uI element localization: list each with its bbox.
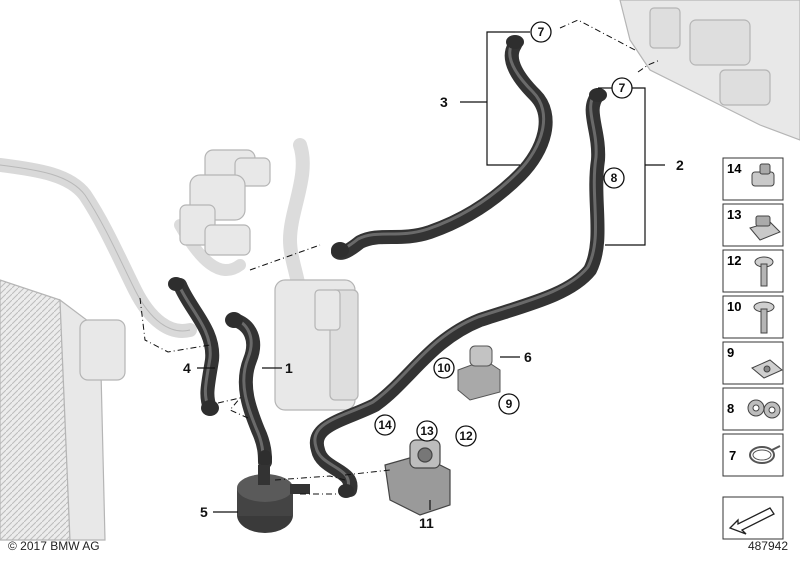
callout-3: 3 [440,94,448,110]
callout-11: 11 [419,515,434,531]
callout-6: 6 [524,349,532,365]
hose-4 [173,278,220,415]
small-parts-legend: 14 13 12 10 [722,157,784,540]
callouts: 1 2 3 4 5 6 11 [183,94,684,531]
legend-label-10: 10 [727,299,741,314]
callout-4: 4 [183,360,191,376]
bracket-6 [457,345,501,401]
legend-arrow-box [722,496,784,540]
nut-clip-9-icon [751,359,783,379]
hose-clamp-7-icon [749,445,781,464]
callout-8: 8 [611,171,618,185]
spring-clip-13-icon [749,215,781,241]
legend-item-12: 12 [722,249,784,293]
legend-item-10: 10 [722,295,784,339]
radiator [0,279,126,541]
hoses [173,38,606,497]
double-clip-8-icon [747,399,781,419]
diagram-id: 487942 [747,539,788,553]
callout-7-upper: 7 [538,25,545,39]
callout-10: 10 [437,361,451,375]
circled-callouts: 7 7 8 10 9 14 13 12 [374,21,633,447]
callout-7-lower: 7 [619,81,626,95]
callout-lines [197,31,665,513]
callout-2: 2 [676,157,684,173]
legend-item-8: 8 [722,387,784,431]
callout-1: 1 [285,360,293,376]
bracket-11 [384,439,451,516]
legend-label-8: 8 [727,401,734,416]
electric-water-pump [237,465,310,533]
ghost-pipe-upper [282,138,310,307]
legend-item-14: 14 [722,157,784,201]
hose-clip-14-icon [751,163,775,187]
callout-13: 13 [420,424,434,438]
legend-item-9: 9 [722,341,784,385]
legend-label-14: 14 [727,161,742,176]
legend-label-7: 7 [729,448,736,463]
ghost-components [0,0,800,541]
bolt-10-icon [753,301,775,334]
callout-14: 14 [378,418,392,432]
direction-arrow-icon [728,507,775,535]
thermostat-housing [179,149,271,256]
callout-12: 12 [459,429,473,443]
screw-12-icon [754,256,774,287]
copyright-text: © 2017 BMW AG [8,539,100,553]
callout-9: 9 [506,397,513,411]
legend-label-12: 12 [727,253,741,268]
callout-5: 5 [200,504,208,520]
hose-3 [331,38,553,260]
legend-label-9: 9 [727,345,734,360]
dashed-connections [139,19,661,495]
connectors [168,35,607,498]
legend-label-13: 13 [727,207,741,222]
legend-item-7: 7 [722,433,784,477]
heat-exchanger [274,279,359,411]
engine-component-top-right [619,0,800,141]
legend-item-13: 13 [722,203,784,247]
